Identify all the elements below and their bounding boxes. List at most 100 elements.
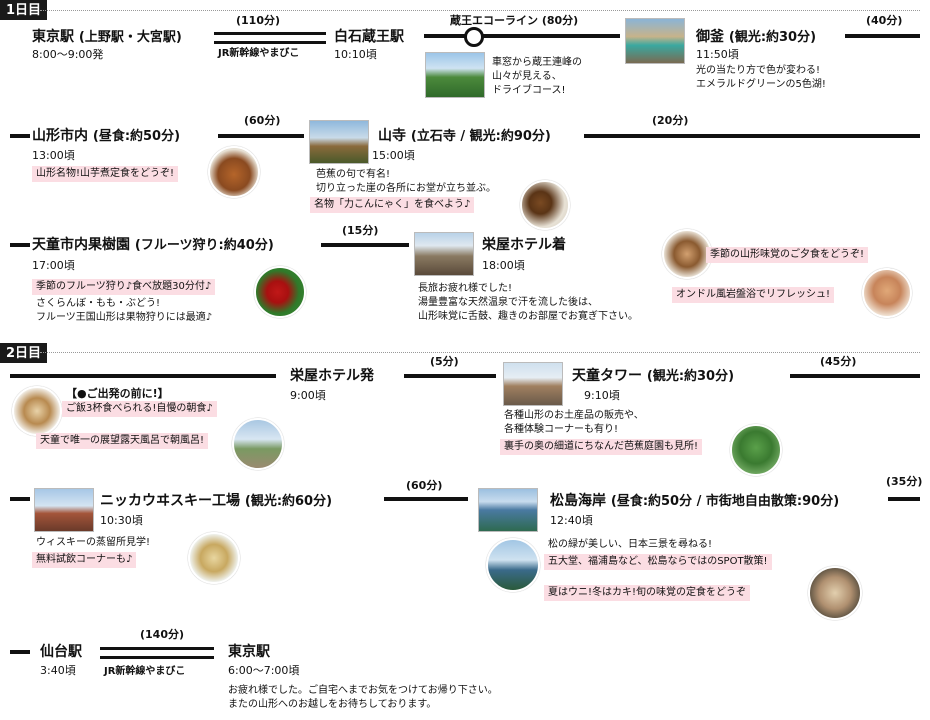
nikka-note-1: ウィスキーの蒸留所見学! [36,537,151,548]
stop-yamadera-time: 15:00頃 [372,149,415,162]
breakfast-photo [12,386,62,436]
hotel-pink-dinner: 季節の山形味覚のご夕食をどうぞ! [706,247,869,263]
ecoline-note-3: ドライブコース! [492,85,566,96]
ecoline-route [424,34,620,38]
orchard-pink-note: 季節のフルーツ狩り♪食べ放題30分付♪ [32,279,216,295]
stop-okama-time: 11:50頃 [696,48,739,61]
route-day2-start [10,374,276,378]
ecoline-label: 蔵王エコーライン (80分) [450,14,579,27]
stop-orchard-name: 天童市内果樹園 [32,237,130,253]
day2-tab: 2日目 [0,343,48,363]
stop-matsushima: 松島海岸 (昼食:約50分 / 市街地自由散策:90分) [550,492,839,511]
dinner-photo [662,229,712,279]
matsushima-pink-food: 夏はウニ!冬はカキ!旬の味覚の定食をどうぞ [544,585,751,601]
orchard-note-2: フルーツ王国山形は果物狩りには最適♪ [36,312,213,323]
stop-yamagata: 山形市内 (昼食:約50分) [32,127,180,146]
hotel-dep-next-duration: (5分) [430,355,459,368]
stop-yamadera-sub: (立石寺 / 観光:約90分) [410,129,551,144]
orchard-next-duration: (15分) [342,224,379,237]
matsushima-next-duration: (35分) [886,475,923,488]
route-hotel-tower [404,374,496,378]
stop-orchard-sub: (フルーツ狩り:約40分) [134,238,274,253]
stop-okama-name: 御釜 [696,29,724,45]
tower-note-1: 各種山形のお土産品の販売や、 [504,410,644,421]
okama-next-duration: (40分) [866,14,903,27]
okama-lake-photo [625,18,685,64]
ecoline-note: 車窓から蔵王連峰の 山々が見える、 ドライブコース! [492,56,582,98]
tower-pink-note: 裏手の奥の細道にちなんだ芭蕉庭園も見所! [500,439,703,455]
okama-note: 光の当たり方で色が変わる! エメラルドグリーンの5色湖! [696,64,826,92]
hotel-note-2: 湯量豊富な天然温泉で汗を流した後は、 [418,297,598,308]
breakfast-heading: 【●ご出発の前に!】 [66,387,169,400]
stop-hotel-time: 18:00頃 [482,259,525,272]
hotel-note: 長旅お疲れ様でした! 湯量豊富な天然温泉で汗を流した後は、 山形味覚に舌鼓、趣き… [418,282,638,324]
matsushima-pink-spot: 五大堂、福浦島など、松島ならではのSPOT散策! [544,554,772,570]
rail1-duration: (110分) [236,14,281,27]
tower-note-2: 各種体験コーナーも有り! [504,424,619,435]
route-yamagata-in [10,134,30,138]
stop-yamagata-sub: (昼食:約50分) [92,129,181,144]
stop-sendai-time: 3:40頃 [40,664,76,677]
yamadera-next-duration: (20分) [652,114,689,127]
yamadera-note-2: 切り立った崖の各所にお堂が立ち並ぶ。 [316,183,496,194]
hotel-pink-bath: オンドル風岩盤浴でリフレッシュ! [672,287,835,303]
nikka-distillery-photo [34,488,94,532]
stop-nikka-sub: (観光:約60分) [244,494,333,509]
imoni-food-photo [208,146,260,198]
matsushima-bay-photo [478,488,538,532]
okama-note-1: 光の当たり方で色が変わる! [696,65,821,76]
route-orchard-in [10,243,30,247]
stop-tower-time: 9:10頃 [584,389,620,402]
stop-hotel-dep-time: 9:00頃 [290,389,326,402]
yamadera-note: 芭蕉の句で有名! 切り立った崖の各所にお堂が立ち並ぶ。 [316,168,496,196]
stop-shiroishi-time: 10:10頃 [334,48,377,61]
route-sendai-in [10,650,30,654]
stop-tokyo-name: 東京駅 [32,29,74,45]
tokyo2-note: お疲れ様でした。ご自宅へまでお気をつけてお帰り下さい。 またの山形へのお越しをお… [228,684,498,712]
tower-next-duration: (45分) [820,355,857,368]
stop-okama-sub: (観光:約30分) [728,30,817,45]
stop-yamadera: 山寺 (立石寺 / 観光:約90分) [378,127,551,146]
matsushima-island-photo [486,538,540,592]
day1-tab: 1日目 [0,0,48,20]
route-tower-out [790,374,920,378]
stop-shiroishi-name: 白石蔵王駅 [334,29,404,45]
stop-tokyo-time: 8:00〜9:00発 [32,48,104,61]
zao-mountain-photo [425,52,485,98]
stop-tokyo-sub: (上野駅・大宮駅) [78,30,182,45]
breakfast-pink-1: ご飯3杯食べられる!自慢の朝食♪ [62,401,217,417]
konnyaku-food-photo [520,180,570,230]
basho-garden-photo [730,424,782,476]
cherry-photo [254,266,306,318]
stop-nikka-name: ニッカウヰスキー工場 [100,493,240,509]
oyster-photo [808,566,862,620]
stop-nikka-time: 10:30頃 [100,514,143,527]
nikka-next-duration: (60分) [406,479,443,492]
stop-tower-sub: (観光:約30分) [646,369,735,384]
rail2-duration: (140分) [140,628,185,641]
stop-okama: 御釜 (観光:約30分) [696,28,816,47]
hotel-photo [414,232,474,276]
stop-matsushima-time: 12:40頃 [550,514,593,527]
yamagata-next-duration: (60分) [244,114,281,127]
route-matsushima-out [888,497,920,501]
rail2-track [100,647,214,659]
tower-note: 各種山形のお土産品の販売や、 各種体験コーナーも有り! [504,409,644,437]
ecoline-note-1: 車窓から蔵王連峰の [492,57,582,68]
okama-note-2: エメラルドグリーンの5色湖! [696,79,826,90]
day1-divider [40,10,920,11]
hotel-note-1: 長旅お疲れ様でした! [418,283,513,294]
stop-yamagata-time: 13:00頃 [32,149,75,162]
hotel-note-3: 山形味覚に舌鼓、趣きのお部屋でお寛ぎ下さい。 [418,311,638,322]
ecoline-marker [464,27,484,47]
stop-tokyo: 東京駅 (上野駅・大宮駅) [32,28,182,47]
rail2-label: JR新幹線やまびこ [104,666,186,677]
stop-tower-name: 天童タワー [572,368,642,384]
stop-hotel-name: 栄屋ホテル着 [482,237,566,253]
route-nikka-in [10,497,30,501]
ondol-photo [862,268,912,318]
route-yamagata-out [218,134,304,138]
tokyo2-note-1: お疲れ様でした。ご自宅へまでお気をつけてお帰り下さい。 [228,685,498,696]
rail1-label: JR新幹線やまびこ [218,48,300,59]
stop-tower: 天童タワー (観光:約30分) [572,367,734,386]
